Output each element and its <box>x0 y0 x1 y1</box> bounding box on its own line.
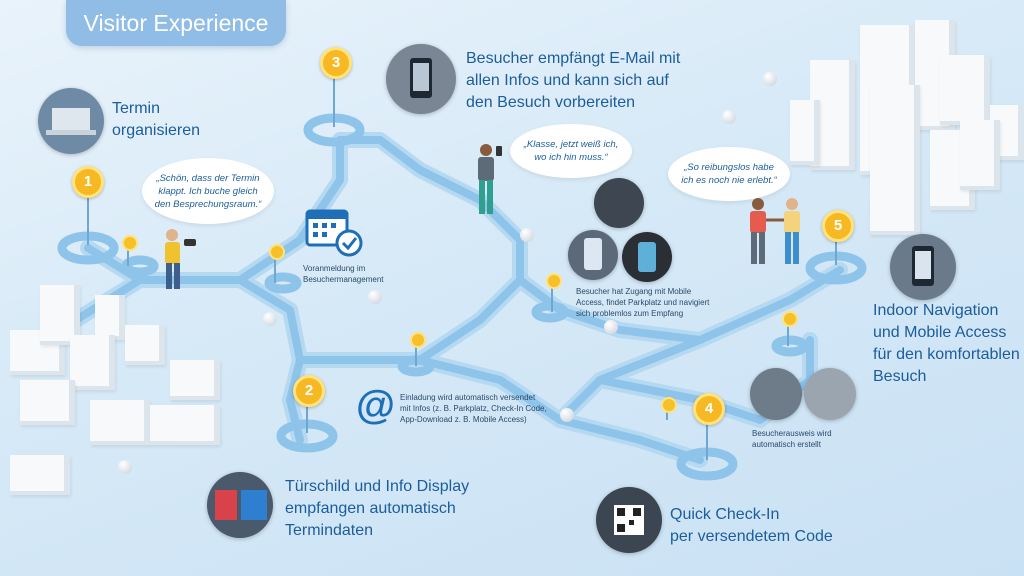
access-reader-icon <box>638 242 656 272</box>
step-2-badge: 2 <box>293 375 325 407</box>
navigation-phone-icon <box>912 246 934 286</box>
smartphone-icon <box>410 58 432 98</box>
badge-card-photo <box>750 368 802 420</box>
route-pin <box>661 397 677 413</box>
step-2-photo-display <box>207 472 273 538</box>
sphere-decoration <box>722 110 736 124</box>
person-with-phone-figure <box>165 229 196 289</box>
sphere-decoration <box>263 312 277 326</box>
mobile-access-note: Besucher hat Zugang mit Mobile Access, f… <box>576 287 710 318</box>
map-phone-icon <box>584 238 602 270</box>
step-5-speech-bubble: „So reibungslos habe ich es noch nie erl… <box>668 147 790 201</box>
mobile-access-photo <box>622 232 672 282</box>
handshake-figures <box>750 198 800 264</box>
step-2-heading: Türschild und Info Display empfangen aut… <box>285 478 470 539</box>
badge-printer-photo <box>804 368 856 420</box>
route-pin <box>269 244 285 260</box>
step-4-photo-qr <box>596 487 662 553</box>
sphere-decoration <box>520 228 534 242</box>
sphere-decoration <box>763 72 777 86</box>
sphere-decoration <box>118 460 132 474</box>
step-1-heading: Termin organisieren <box>112 100 201 139</box>
route-pin <box>546 273 562 289</box>
qr-code-icon <box>614 505 644 535</box>
parking-photo <box>594 178 644 228</box>
visitor-figure <box>478 144 502 214</box>
badge-note: Besucherausweis wird automatisch erstell… <box>752 429 832 449</box>
page-title: Visitor Experience <box>66 0 286 46</box>
step-3-speech-bubble: „Klasse, jetzt weiß ich, wo ich hin muss… <box>510 124 632 178</box>
step-4-heading: Quick Check-In per versendetem Code <box>670 506 833 545</box>
step-3-photo-email <box>386 44 456 114</box>
step-5-photo-navigation <box>890 234 956 300</box>
route-pin <box>122 235 138 251</box>
sphere-decoration <box>604 320 618 334</box>
preregistration-note: Voranmeldung im Besuchermanagement <box>303 264 384 284</box>
step-4-badge: 4 <box>693 393 725 425</box>
route-pin <box>410 332 426 348</box>
laptop-icon <box>46 108 96 135</box>
step-3-badge: 3 <box>320 47 352 79</box>
step-1-photo-laptop <box>38 88 104 154</box>
sphere-decoration <box>368 290 382 304</box>
sphere-decoration <box>560 408 574 422</box>
step-5-badge: 5 <box>822 210 854 242</box>
at-sign-icon: @ <box>356 383 396 427</box>
calendar-check-icon <box>305 209 363 257</box>
door-display-icon <box>215 490 267 520</box>
step-1-badge: 1 <box>72 166 104 198</box>
step-5-heading: Indoor Navigation und Mobile Access für … <box>873 302 1020 385</box>
step-3-heading: Besucher empfängt E-Mail mit allen Infos… <box>466 50 681 111</box>
step-1-speech-bubble: „Schön, dass der Termin klappt. Ich buch… <box>142 158 274 224</box>
invitation-note: Einladung wird automatisch versendet mit… <box>400 393 547 424</box>
route-pin <box>782 311 798 327</box>
step-3-quote: „Klasse, jetzt weiß ich, wo ich hin muss… <box>523 139 619 163</box>
step-1-quote: „Schön, dass der Termin klappt. Ich buch… <box>154 172 262 210</box>
navigation-phone-photo <box>568 230 618 280</box>
step-5-quote: „So reibungslos habe ich es noch nie erl… <box>681 162 777 186</box>
